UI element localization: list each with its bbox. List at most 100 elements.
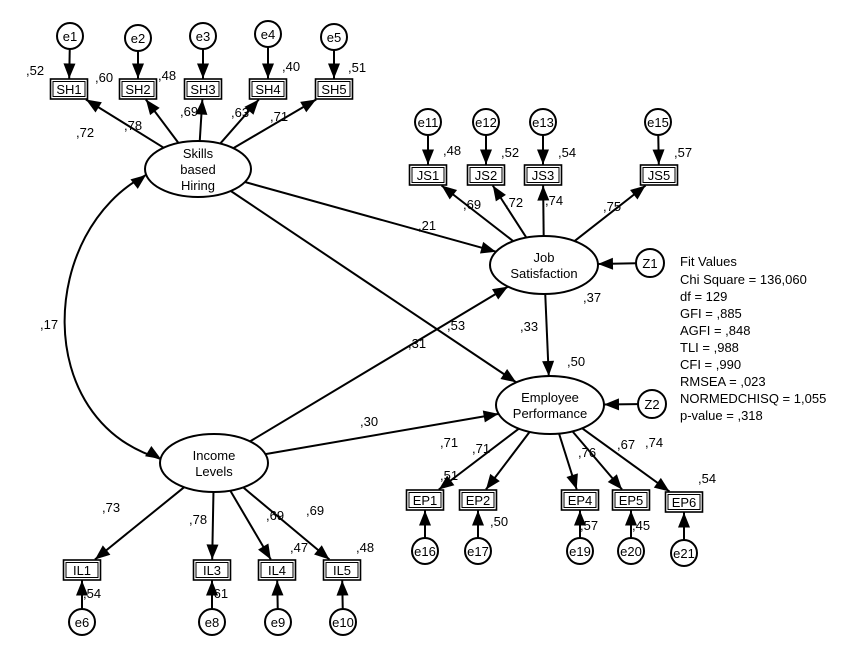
observed-variable-sh3[interactable]: SH3 [183,78,223,100]
latent-label-line: Levels [195,464,233,479]
error-arrow-e19-arrowhead [574,510,586,526]
error-term-e8[interactable]: e8 [198,608,226,636]
error-circle [68,608,96,636]
path-arrow-sbh-ep-arrowhead [500,369,517,383]
observed-variable-label: EP1 [413,493,438,508]
observed-variable-js1[interactable]: JS1 [408,164,448,186]
latent-label-line: Income [193,448,236,463]
error-term-label: e15 [647,115,669,130]
error-term-e1[interactable]: e1 [56,22,84,50]
error-circle [189,22,217,50]
error-circle [198,608,226,636]
observed-variable-ep4[interactable]: EP4 [560,489,600,511]
r2-label-ep4: ,57 [580,518,598,533]
error-term-label: e13 [532,115,554,130]
error-term-e13[interactable]: e13 [529,108,557,136]
box-inner-border [469,167,503,183]
observed-variable-il4[interactable]: IL4 [257,559,297,581]
observed-variable-label: JS5 [648,168,670,183]
error-term-label: e10 [332,615,354,630]
observed-variable-ep2[interactable]: EP2 [458,489,498,511]
error-term-e20[interactable]: e20 [617,537,645,565]
loading-arrow-il1 [94,486,185,561]
error-term-e6[interactable]: e6 [68,608,96,636]
error-term-e11[interactable]: e11 [414,108,442,136]
error-term-e2[interactable]: e2 [124,24,152,52]
error-term-e12[interactable]: e12 [472,108,500,136]
disturbance-arrow-z1-arrowhead [597,257,614,270]
error-arrow-e4-arrowhead [262,63,274,79]
disturbance-circle [635,248,665,278]
observed-variable-label: EP2 [466,493,491,508]
box-border [49,78,89,100]
observed-variable-sh2[interactable]: SH2 [118,78,158,100]
error-term-label: e21 [673,546,695,561]
error-circle [464,537,492,565]
error-term-label: e5 [327,30,341,45]
box-border [523,164,563,186]
loading-arrow-js5-arrowhead [630,185,646,200]
box-inner-border [251,81,285,97]
error-term-e3[interactable]: e3 [189,22,217,50]
observed-variable-sh5[interactable]: SH5 [314,78,354,100]
loading-arrow-js1 [440,184,514,242]
loading-arrow-il3-arrowhead [206,544,219,560]
observed-variable-sh1[interactable]: SH1 [49,78,89,100]
box-inner-border [260,562,294,578]
loading-arrow-ep1-arrowhead [438,475,455,490]
observed-variable-il1[interactable]: IL1 [62,559,102,581]
latent-label-line: Performance [513,406,587,421]
fit-line-normedchisq: NORMEDCHISQ = 1,055 [680,391,826,406]
observed-variable-il3[interactable]: IL3 [192,559,232,581]
loading-arrow-sh1-arrowhead [85,99,102,113]
error-arrow-e6-arrowhead [76,580,88,596]
fit-line-df: df = 129 [680,289,727,304]
loading-arrow-ep2-arrowhead [485,473,500,490]
observed-variable-js3[interactable]: JS3 [523,164,563,186]
error-term-e15[interactable]: e15 [644,108,672,136]
box-border [560,489,600,511]
observed-variable-ep5[interactable]: EP5 [611,489,651,511]
fit-values-panel: Fit Values Chi Square = 136,060 df = 129… [680,254,826,423]
observed-variable-il5[interactable]: IL5 [322,559,362,581]
error-term-e9[interactable]: e9 [264,608,292,636]
error-term-e19[interactable]: e19 [566,537,594,565]
observed-variable-label: SH5 [321,82,346,97]
loading-label-il1: ,73 [102,500,120,515]
observed-variable-js5[interactable]: JS5 [639,164,679,186]
disturbance-z2[interactable]: Z2 [637,389,667,419]
fit-line-p-value: p-value = ,318 [680,408,763,423]
loading-label-ep1: ,71 [440,435,458,450]
fit-line-agfi: AGFI = ,848 [680,323,750,338]
box-border [192,559,232,581]
error-term-e17[interactable]: e17 [464,537,492,565]
loading-label-js5: ,75 [603,199,621,214]
r2-label-il1: ,54 [83,586,101,601]
loading-label-ep4: ,76 [578,445,596,460]
observed-variable-sh4[interactable]: SH4 [248,78,288,100]
path-arrow-il-ep-arrowhead [482,410,499,423]
loading-arrow-ep1 [438,427,520,491]
error-term-e4[interactable]: e4 [254,20,282,48]
observed-variable-label: EP4 [568,493,593,508]
box-border [466,164,506,186]
box-inner-border [642,167,676,183]
error-term-e10[interactable]: e10 [329,608,357,636]
disturbance-z1[interactable]: Z1 [635,248,665,278]
observed-variable-js2[interactable]: JS2 [466,164,506,186]
error-term-e16[interactable]: e16 [411,537,439,565]
r2-label-js: ,37 [583,290,601,305]
error-circle [617,537,645,565]
box-inner-border [526,167,560,183]
error-circle [472,108,500,136]
observed-variable-ep1[interactable]: EP1 [405,489,445,511]
error-term-e5[interactable]: e5 [320,23,348,51]
observed-variable-ep6[interactable]: EP6 [664,491,704,513]
error-term-e21[interactable]: e21 [670,539,698,567]
path-arrow-sbh-ep [230,190,517,384]
